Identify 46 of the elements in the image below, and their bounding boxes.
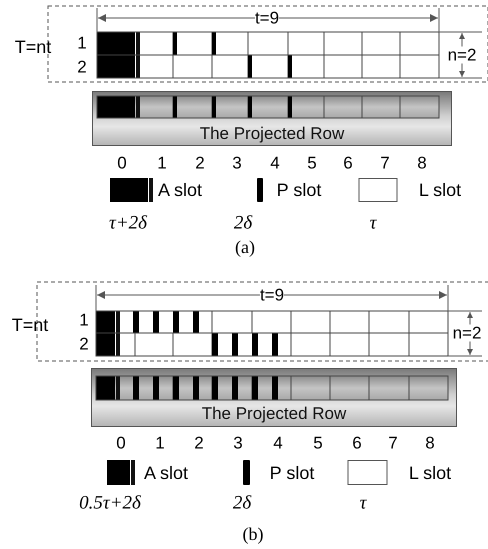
duration-formula: 0.5τ+2δ: [79, 494, 141, 512]
dimension-label: t=9: [260, 286, 284, 304]
slot-index: 1: [155, 434, 165, 452]
row-title: The Projected Row: [200, 405, 348, 422]
dimension-label: t=9: [254, 10, 280, 26]
row-number: 1: [79, 312, 89, 328]
slot-index: 8: [425, 434, 435, 452]
legend-label: P slot: [270, 464, 314, 482]
slot-index: 2: [195, 154, 205, 172]
slot-index: 7: [380, 154, 390, 172]
row-number: 1: [77, 34, 87, 52]
slot-index: 1: [157, 154, 167, 172]
legend-label: P slot: [276, 181, 322, 199]
slot-index: 7: [388, 434, 398, 452]
slot-index: 4: [273, 434, 283, 452]
legend-label: A slot: [158, 181, 202, 199]
slot-index: 6: [343, 154, 353, 172]
duration-formula: 2δ: [232, 494, 252, 512]
duration-formula: τ: [360, 494, 366, 512]
legend-label: L slot: [408, 464, 452, 482]
duration-formula: τ: [370, 214, 376, 232]
row-number: 2: [77, 58, 87, 76]
slot-index: 0: [116, 434, 126, 452]
legend-label: A slot: [144, 464, 188, 482]
slot-index: 3: [232, 154, 242, 172]
slot-index: 6: [352, 434, 362, 452]
projected-row-box: [92, 91, 452, 146]
row-number: 2: [79, 336, 89, 352]
duration-formula: τ+2δ: [109, 214, 147, 232]
slot-index: 0: [117, 154, 127, 172]
slot-index: 8: [417, 154, 427, 172]
dimension-label: n=2: [452, 324, 482, 342]
row-title: The Projected Row: [198, 125, 346, 142]
slot-index: 2: [194, 434, 204, 452]
formula-label: T=nt: [12, 316, 48, 334]
panel-caption: (a): [235, 238, 255, 256]
panel-caption: (b): [242, 525, 264, 543]
dimension-label: n=2: [448, 46, 476, 64]
duration-formula: 2δ: [234, 214, 252, 232]
slot-index: 4: [270, 154, 280, 172]
slot-index: 3: [233, 434, 243, 452]
projected-row-box: [91, 368, 457, 427]
slot-index: 5: [307, 154, 317, 172]
legend-label: L slot: [418, 181, 462, 199]
formula-label: T=nt: [14, 38, 52, 56]
slot-index: 5: [313, 434, 323, 452]
